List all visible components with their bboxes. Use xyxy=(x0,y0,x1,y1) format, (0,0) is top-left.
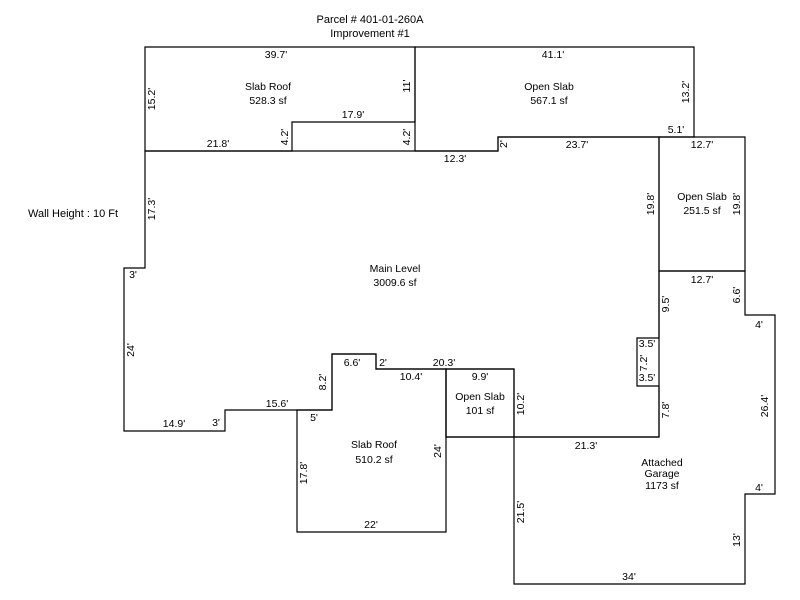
dimension-label: 9.5' xyxy=(660,296,672,313)
area-value-main-level: 3009.6 sf xyxy=(373,277,416,289)
area-value-slab-roof-top: 528.3 sf xyxy=(249,95,286,107)
improvement-label: Improvement #1 xyxy=(330,28,410,40)
dimension-label: 3.5' xyxy=(639,338,656,350)
dimension-label: 21.5' xyxy=(515,501,527,523)
parcel-number: Parcel # 401-01-260A xyxy=(316,14,424,26)
dimension-label: 3.5' xyxy=(639,372,656,384)
garage-outline xyxy=(513,270,776,585)
dimension-label: 17.9' xyxy=(342,109,364,121)
dimension-label: 14.9' xyxy=(163,418,185,430)
area-value-open-slab-right: 251.5 sf xyxy=(683,205,720,217)
dimension-label: 17.8' xyxy=(298,462,310,484)
dimension-label: 21.3' xyxy=(575,440,597,452)
dimension-label: 15.2' xyxy=(146,88,158,110)
wall-height-label: Wall Height : 10 Ft xyxy=(28,208,119,220)
dimension-label: 4' xyxy=(755,482,763,494)
dimension-label: 6.6' xyxy=(731,287,743,304)
slab-roof-bottom-outline xyxy=(296,353,447,533)
dimension-label: 4' xyxy=(755,319,763,331)
dimension-label: 10.2' xyxy=(515,393,527,415)
dimension-label: 20.3' xyxy=(433,357,455,369)
dimension-label: 11' xyxy=(401,80,413,93)
area-value-slab-roof-bottom: 510.2 sf xyxy=(355,454,392,466)
dimension-label: 10.4' xyxy=(400,371,422,383)
dimension-label: 39.7' xyxy=(265,49,287,61)
area-name-slab-roof-bottom: Slab Roof xyxy=(351,439,397,451)
area-name-garage-line1: Attached xyxy=(641,457,683,469)
dimension-label: 22' xyxy=(364,519,378,531)
dimension-label: 19.8' xyxy=(645,193,657,215)
dimension-label: 34' xyxy=(622,571,636,583)
dimension-label: 9.9' xyxy=(472,371,489,383)
dimension-label: 3' xyxy=(212,417,220,429)
dimension-label: 13' xyxy=(731,533,743,547)
area-value-garage: 1173 sf xyxy=(645,480,679,492)
dimension-label: 19.8' xyxy=(731,193,743,215)
area-name-open-slab-top: Open Slab xyxy=(524,81,574,93)
area-name-open-slab-right: Open Slab xyxy=(677,191,727,203)
dimension-label: 5.1' xyxy=(668,124,685,136)
area-value-open-slab-small: 101 sf xyxy=(466,405,495,417)
dimension-label: 12.7' xyxy=(691,139,713,151)
dimension-label: 7.2' xyxy=(638,355,650,372)
dimension-label: 26.4' xyxy=(759,395,771,417)
dimension-label: 23.7' xyxy=(566,139,588,151)
dimension-label: 24' xyxy=(432,444,444,458)
dimension-label: 2' xyxy=(379,357,387,369)
area-name-slab-roof-top: Slab Roof xyxy=(245,81,291,93)
dimension-label: 6.6' xyxy=(344,357,361,369)
dimension-label: 41.1' xyxy=(542,49,564,61)
area-name-garage-line2: Garage xyxy=(644,468,679,480)
dimension-label: 12.7' xyxy=(691,274,713,286)
dimension-label: 5' xyxy=(310,412,318,424)
dimension-label: 7.8' xyxy=(660,402,672,419)
dimension-label: 12.3' xyxy=(444,153,466,165)
dimension-label: 21.8' xyxy=(207,138,229,150)
dimension-label: 24' xyxy=(125,343,137,357)
dimension-label: 4.2' xyxy=(279,129,291,146)
area-name-main-level: Main Level xyxy=(370,263,421,275)
dimension-label: 3' xyxy=(129,269,137,281)
area-value-open-slab-top: 567.1 sf xyxy=(530,95,567,107)
dimension-label: 4.2' xyxy=(401,129,413,146)
dimension-label: 17.3' xyxy=(146,198,158,220)
dimension-label: 13.2' xyxy=(680,81,692,103)
dimension-label: 15.6' xyxy=(266,398,288,410)
dimension-label: 2' xyxy=(498,140,510,148)
dimension-label: 8.2' xyxy=(317,374,329,391)
area-name-open-slab-small: Open Slab xyxy=(455,391,505,403)
